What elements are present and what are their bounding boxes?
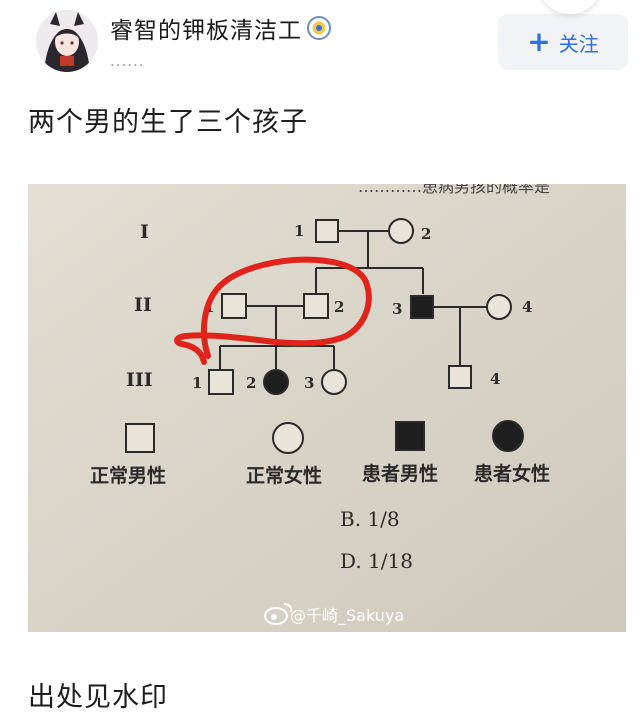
num-g2-3: 3 bbox=[392, 300, 402, 318]
post-text: 两个男的生了三个孩子 bbox=[28, 107, 308, 138]
num-g1-2: 2 bbox=[421, 225, 431, 243]
g3-male-1 bbox=[208, 369, 234, 395]
red-annotation-loop bbox=[174, 256, 372, 365]
num-g3-1: 1 bbox=[192, 374, 202, 392]
legend-label-normal-female: 正常女性 bbox=[246, 464, 322, 487]
legend-affected-female-symbol bbox=[492, 420, 524, 452]
plus-icon: + bbox=[527, 25, 551, 58]
post-footer-text: 出处见水印 bbox=[28, 682, 168, 713]
avatar[interactable] bbox=[36, 10, 98, 72]
legend-affected-male-symbol bbox=[395, 421, 425, 451]
generation-label-1: I bbox=[140, 221, 149, 243]
generation-label-2: II bbox=[134, 294, 152, 316]
generation-label-3: III bbox=[126, 369, 153, 391]
num-g1-1: 1 bbox=[294, 222, 304, 240]
num-g2-2: 2 bbox=[334, 298, 344, 316]
watermark: @千崎_Sakuya bbox=[264, 603, 404, 626]
legend-normal-male-symbol bbox=[125, 423, 155, 453]
follow-label: 关注 bbox=[558, 31, 599, 56]
option-d: D. 1/18 bbox=[340, 549, 413, 573]
verified-badge-icon bbox=[307, 16, 331, 40]
g3-affected-female-2 bbox=[263, 369, 289, 395]
pedigree-diagram: …………患病男孩的概率是 bbox=[28, 184, 626, 632]
username[interactable]: 睿智的钾板清洁工 bbox=[110, 18, 302, 44]
g3-female-3 bbox=[321, 369, 347, 395]
post-subtext: ...... bbox=[110, 52, 145, 70]
g2-affected-male-3 bbox=[410, 295, 434, 319]
num-g3-4: 4 bbox=[490, 370, 500, 388]
num-g2-4: 4 bbox=[522, 298, 532, 316]
post-header: 睿智的钾板清洁工 ...... + 关注 bbox=[0, 0, 640, 90]
username-row: 睿智的钾板清洁工 bbox=[110, 8, 332, 48]
g2-male-2 bbox=[303, 293, 329, 319]
menu-tab-button[interactable] bbox=[538, 0, 602, 14]
watermark-text: @千崎_Sakuya bbox=[290, 606, 404, 626]
g1-male-1 bbox=[315, 219, 339, 243]
g3-male-4 bbox=[448, 365, 472, 389]
legend-normal-female-symbol bbox=[272, 422, 304, 454]
legend-label-affected-female: 患者女性 bbox=[474, 462, 550, 485]
g2-male-1 bbox=[221, 293, 247, 319]
g2-female-4 bbox=[486, 294, 512, 320]
option-b: B. 1/8 bbox=[340, 507, 400, 531]
follow-button[interactable]: + 关注 bbox=[498, 14, 628, 70]
top-partial-text: …………患病男孩的概率是 bbox=[358, 184, 550, 196]
num-g3-3: 3 bbox=[304, 374, 314, 392]
num-g3-2: 2 bbox=[246, 374, 256, 392]
pedigree-photo[interactable]: …………患病男孩的概率是 bbox=[28, 184, 626, 632]
avatar-image bbox=[36, 10, 98, 72]
legend-label-affected-male: 患者男性 bbox=[362, 462, 438, 485]
g1-female-2 bbox=[388, 218, 414, 244]
legend-label-normal-male: 正常男性 bbox=[90, 464, 166, 487]
weibo-logo-icon bbox=[264, 603, 293, 625]
